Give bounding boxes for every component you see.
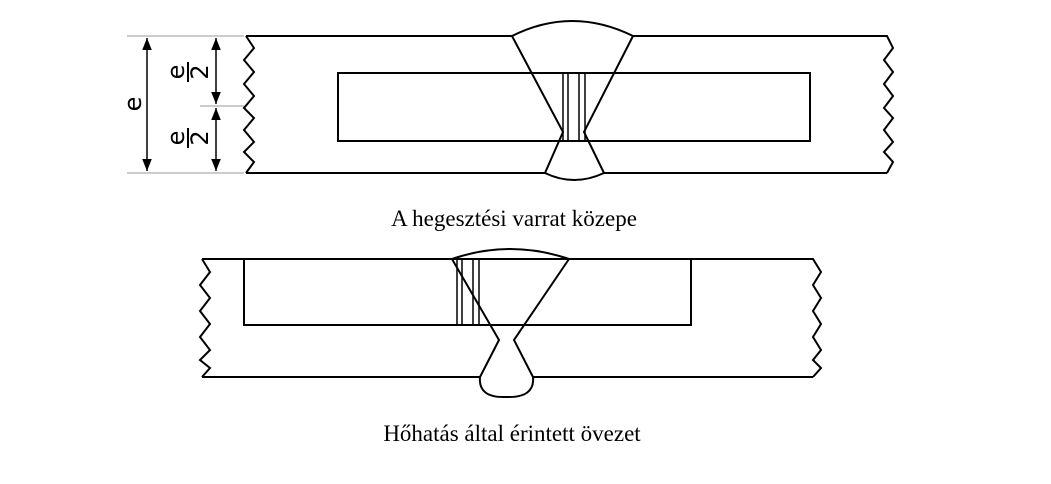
weld-root-bottom (544, 172, 605, 181)
figure-weld-centre: e e 2 e 2 A hegesztési varrat közepe (119, 20, 895, 231)
notch-lines (456, 259, 480, 325)
dim-fraction-upper: e 2 (162, 62, 214, 82)
caption-heat-affected-zone: Hőhatás által érintett övezet (383, 421, 641, 446)
specimen-rectangle (337, 72, 811, 142)
dim-fraction-lower: e 2 (162, 128, 214, 148)
fraction-lower-numerator: e (162, 131, 190, 146)
weld-bevel-lines (511, 35, 634, 174)
fraction-upper-numerator: e (162, 65, 190, 80)
notch-lines (562, 73, 586, 141)
figure-heat-affected-zone: Hőhatás által érintett övezet (198, 248, 823, 446)
dimension-extension-lines (127, 35, 244, 174)
dim-label-total: e (119, 97, 147, 112)
plate-outline (198, 258, 823, 378)
fraction-lower-denominator: 2 (186, 130, 214, 145)
caption-weld-centre: A hegesztési varrat közepe (391, 206, 637, 231)
weld-root-bottom (478, 376, 535, 399)
weld-cap-top (451, 248, 570, 260)
plate-outline (242, 35, 895, 174)
specimen-rectangle (243, 258, 692, 326)
fraction-upper-denominator: 2 (186, 64, 214, 79)
weld-cap-top (511, 20, 634, 37)
weld-bevel-lines (451, 258, 570, 378)
